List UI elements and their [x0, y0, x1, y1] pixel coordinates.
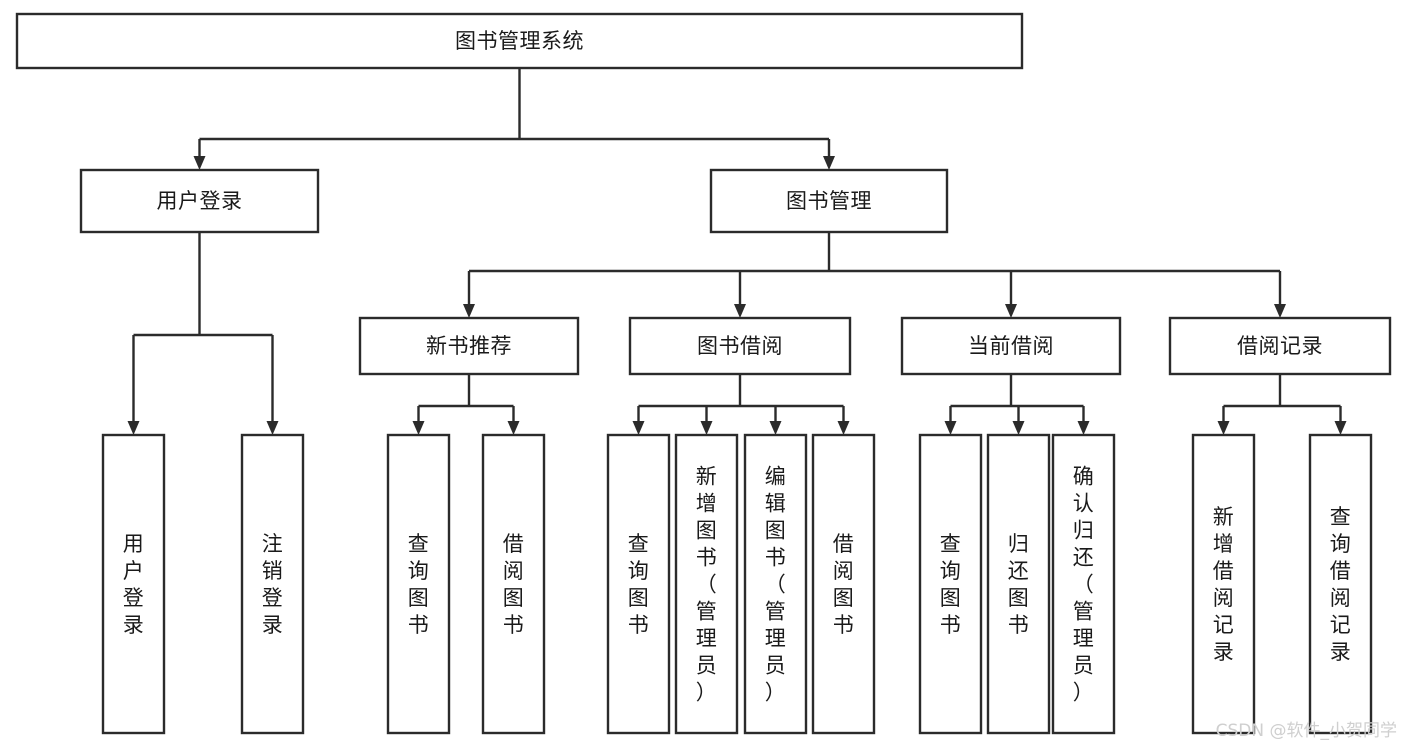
- node-leaf-query-record-box[interactable]: [1308, 433, 1373, 735]
- node-leaf-edit-book-box[interactable]: [743, 433, 808, 735]
- node-book-manage[interactable]: 图书管理: [709, 168, 949, 234]
- node-root-label: 图书管理系统: [455, 29, 584, 53]
- node-leaf-edit-book-label: 编辑图书（管理员）: [765, 465, 787, 705]
- node-leaf-query-book-1-label: 查询图书: [408, 532, 430, 637]
- node-current-borrow[interactable]: 当前借阅: [900, 316, 1122, 376]
- arrow-head-icon: [734, 304, 746, 318]
- node-leaf-query-book-3-label: 查询图书: [940, 532, 962, 637]
- node-leaf-query-book-1[interactable]: 查询图书: [386, 433, 451, 735]
- node-user-login-label: 用户登录: [157, 189, 243, 213]
- node-leaf-borrow-book-1-label: 借阅图书: [503, 532, 525, 637]
- node-leaf-borrow-book-1-box[interactable]: [481, 433, 546, 735]
- node-leaf-return-book-box[interactable]: [986, 433, 1051, 735]
- node-leaf-edit-book[interactable]: 编辑图书（管理员）: [743, 433, 808, 735]
- arrow-head-icon: [463, 304, 475, 318]
- node-book-manage-box[interactable]: [709, 168, 949, 234]
- node-leaf-borrow-book-2[interactable]: 借阅图书: [811, 433, 876, 735]
- arrow-head-icon: [1334, 421, 1347, 435]
- arrow-head-icon: [1005, 304, 1017, 318]
- node-leaf-query-book-2[interactable]: 查询图书: [606, 433, 671, 735]
- arrow-head-icon: [1012, 421, 1025, 435]
- node-root[interactable]: 图书管理系统: [15, 12, 1024, 70]
- node-leaf-confirm-return-box[interactable]: [1051, 433, 1116, 735]
- arrow-head-icon: [700, 421, 713, 435]
- node-leaf-query-book-2-box[interactable]: [606, 433, 671, 735]
- node-leaf-borrow-book-2-label: 借阅图书: [833, 532, 855, 637]
- node-leaf-user-login-label: 用户登录: [123, 532, 145, 637]
- arrow-head-icon: [412, 421, 425, 435]
- arrow-head-icon: [1217, 421, 1230, 435]
- arrow-head-icon: [507, 421, 520, 435]
- node-leaf-query-record[interactable]: 查询借阅记录: [1308, 433, 1373, 735]
- node-user-login-box[interactable]: [79, 168, 320, 234]
- node-leaf-borrow-book-1[interactable]: 借阅图书: [481, 433, 546, 735]
- node-leaf-borrow-book-2-box[interactable]: [811, 433, 876, 735]
- node-leaf-query-record-label: 查询借阅记录: [1330, 505, 1352, 664]
- arrow-head-icon: [1077, 421, 1090, 435]
- node-borrow-record-box[interactable]: [1168, 316, 1392, 376]
- node-book-borrow-label: 图书借阅: [697, 334, 783, 358]
- node-user-login[interactable]: 用户登录: [79, 168, 320, 234]
- node-leaf-user-login-box[interactable]: [101, 433, 166, 735]
- csdn-watermark: CSDN @软件_小贺同学: [1215, 721, 1397, 741]
- node-new-book-recommend-label: 新书推荐: [426, 334, 512, 358]
- node-leaf-add-record-label: 新增借阅记录: [1213, 505, 1235, 664]
- arrow-head-icon: [837, 421, 850, 435]
- node-leaf-return-book-label: 归还图书: [1008, 532, 1030, 637]
- arrow-head-icon: [632, 421, 645, 435]
- node-borrow-record-label: 借阅记录: [1237, 334, 1323, 358]
- node-book-manage-label: 图书管理: [786, 189, 872, 213]
- arrow-head-icon: [823, 156, 835, 170]
- node-leaf-confirm-return-label: 确认归还（管理员）: [1073, 465, 1095, 705]
- node-leaf-query-book-1-box[interactable]: [386, 433, 451, 735]
- node-leaf-query-book-2-label: 查询图书: [628, 532, 650, 637]
- node-current-borrow-label: 当前借阅: [968, 334, 1054, 358]
- edges-layer: [127, 68, 1347, 435]
- arrow-head-icon: [193, 156, 206, 170]
- node-new-book-recommend[interactable]: 新书推荐: [358, 316, 580, 376]
- node-leaf-user-login[interactable]: 用户登录: [101, 433, 166, 735]
- node-borrow-record[interactable]: 借阅记录: [1168, 316, 1392, 376]
- node-leaf-query-book-3-box[interactable]: [918, 433, 983, 735]
- node-leaf-add-book-label: 新增图书（管理员）: [696, 465, 718, 705]
- arrow-head-icon: [127, 421, 140, 435]
- nodes-layer: 图书管理系统用户登录图书管理新书推荐图书借阅当前借阅借阅记录用户登录注销登录查询…: [15, 12, 1392, 735]
- node-current-borrow-box[interactable]: [900, 316, 1122, 376]
- node-root-box[interactable]: [15, 12, 1024, 70]
- arrow-head-icon: [944, 421, 957, 435]
- arrow-head-icon: [1274, 304, 1286, 318]
- node-leaf-user-logout[interactable]: 注销登录: [240, 433, 305, 735]
- node-leaf-query-book-3[interactable]: 查询图书: [918, 433, 983, 735]
- node-leaf-return-book[interactable]: 归还图书: [986, 433, 1051, 735]
- node-leaf-add-record-box[interactable]: [1191, 433, 1256, 735]
- node-leaf-confirm-return[interactable]: 确认归还（管理员）: [1051, 433, 1116, 735]
- node-leaf-add-record[interactable]: 新增借阅记录: [1191, 433, 1256, 735]
- node-leaf-user-logout-box[interactable]: [240, 433, 305, 735]
- node-leaf-add-book[interactable]: 新增图书（管理员）: [674, 433, 739, 735]
- node-book-borrow[interactable]: 图书借阅: [628, 316, 852, 376]
- node-leaf-add-book-box[interactable]: [674, 433, 739, 735]
- node-new-book-recommend-box[interactable]: [358, 316, 580, 376]
- arrow-head-icon: [769, 421, 782, 435]
- arrow-head-icon: [266, 421, 279, 435]
- node-leaf-user-logout-label: 注销登录: [262, 532, 284, 637]
- node-book-borrow-box[interactable]: [628, 316, 852, 376]
